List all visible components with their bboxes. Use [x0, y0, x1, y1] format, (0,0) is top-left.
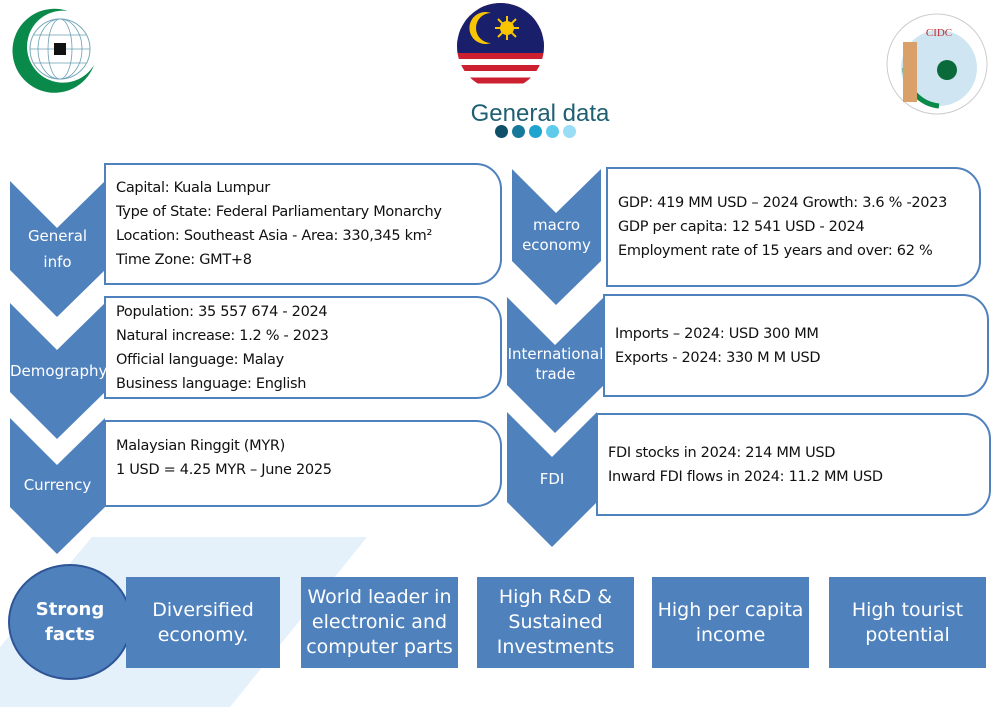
timezone-text: Time Zone: GMT+8	[116, 252, 252, 268]
dot-4	[546, 125, 559, 138]
demography-label: Demography	[10, 362, 108, 380]
natural-increase-text: Natural increase: 1.2 % - 2023	[116, 327, 329, 344]
fact-line: High per capita	[657, 598, 804, 621]
dot-1	[495, 125, 508, 138]
international-trade-label-2: trade	[535, 365, 576, 383]
exports-text: Exports - 2024: 330 M M USD	[615, 349, 821, 366]
currency-name-text: Malaysian Ringgit (MYR)	[116, 438, 286, 454]
dot-5	[563, 125, 576, 138]
demography-box: Population: 35 557 674 - 2024 Natural in…	[104, 296, 502, 399]
general-info-label-2: info	[43, 253, 72, 271]
general-info-box: Capital: Kuala Lumpur Type of State: Fed…	[104, 163, 502, 285]
capital-text: Capital: Kuala Lumpur	[116, 180, 270, 196]
gdp-text: GDP: 419 MM USD – 2024 Growth: 3.6 % -20…	[618, 195, 948, 211]
fact-line: High R&D &	[498, 586, 613, 608]
fdi-chevron: FDI	[507, 412, 597, 547]
international-trade-chevron: International trade	[507, 297, 604, 433]
fact-line: Diversified	[152, 598, 254, 621]
fdi-stocks-text: FDI stocks in 2024: 214 MM USD	[608, 444, 836, 461]
macro-economy-label-2: economy	[522, 236, 591, 254]
fdi-flows-text: Inward FDI flows in 2024: 11.2 MM USD	[608, 468, 883, 485]
macro-economy-chevron: macro economy	[512, 169, 601, 305]
population-text: Population: 35 557 674 - 2024	[116, 303, 328, 320]
employment-rate-text: Employment rate of 15 years and over: 62…	[618, 243, 933, 259]
fact-line: World leader in	[307, 586, 452, 608]
fact-electronics-leader: World leader in electronic and computer pa…	[301, 577, 458, 668]
page-title: General data	[470, 100, 610, 127]
fact-line: electronic and	[311, 611, 448, 633]
macro-economy-label: macro	[532, 216, 581, 234]
dot-3	[529, 125, 542, 138]
location-text: Location: Southeast Asia - Area: 330,345…	[116, 228, 433, 244]
fact-line: economy.	[157, 623, 249, 646]
currency-label: Currency	[23, 476, 92, 494]
imports-text: Imports – 2024: USD 300 MM	[615, 325, 819, 342]
business-language-text: Business language: English	[116, 375, 307, 392]
general-info-label: General	[27, 227, 88, 245]
dot-2	[512, 125, 525, 138]
general-info-chevron: General info	[10, 181, 105, 317]
strong-facts-title: Strong	[35, 599, 105, 620]
fact-line: Sustained	[508, 611, 603, 633]
strong-facts-circle: Strong facts	[8, 564, 132, 680]
gdp-per-capita-text: GDP per capita: 12 541 USD - 2024	[618, 219, 865, 235]
fact-line: potential	[865, 623, 950, 646]
fact-line: High tourist	[851, 598, 964, 621]
fdi-label: FDI	[539, 470, 565, 488]
oic-logo	[8, 5, 100, 97]
title-dots	[495, 125, 576, 138]
malaysia-flag	[457, 3, 544, 90]
macro-economy-box: GDP: 419 MM USD – 2024 Growth: 3.6 % -20…	[606, 167, 981, 287]
international-trade-box: Imports – 2024: USD 300 MM Exports - 202…	[603, 294, 989, 397]
state-type-text: Type of State: Federal Parliamentary Mon…	[116, 204, 442, 220]
strong-facts-title-2: facts	[45, 624, 95, 645]
international-trade-label: International	[507, 345, 604, 363]
fdi-box: FDI stocks in 2024: 214 MM USD Inward FD…	[596, 413, 991, 516]
cidc-logo: CIDC	[885, 12, 990, 117]
currency-box: Malaysian Ringgit (MYR) 1 USD = 4.25 MYR…	[104, 420, 502, 507]
svg-text:CIDC: CIDC	[926, 27, 952, 39]
fact-line: computer parts	[306, 636, 453, 658]
fact-line: income	[695, 623, 766, 646]
official-language-text: Official language: Malay	[116, 351, 284, 368]
currency-chevron: Currency	[10, 418, 105, 554]
demography-chevron: Demography	[10, 303, 108, 439]
fact-line: Investments	[496, 636, 615, 658]
exchange-rate-text: 1 USD = 4.25 MYR – June 2025	[116, 462, 332, 478]
